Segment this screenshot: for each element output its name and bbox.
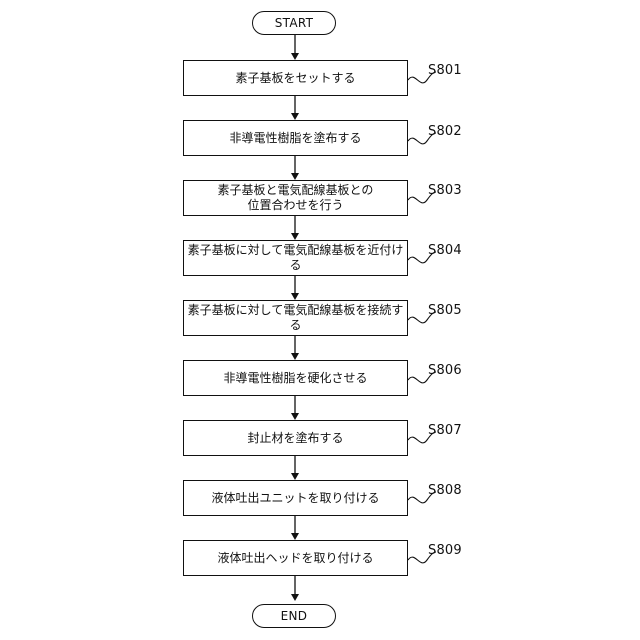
arrowhead [291, 413, 299, 420]
step-id-s802: S802 [428, 124, 462, 139]
arrowhead [291, 473, 299, 480]
step-text-s802: 非導電性樹脂を塗布する [229, 131, 361, 146]
end-terminal: END [252, 604, 336, 628]
step-box-s805: 素子基板に対して電気配線基板を接続する [183, 300, 408, 336]
step-box-s806: 非導電性樹脂を硬化させる [183, 360, 408, 396]
step-text-s806: 非導電性樹脂を硬化させる [223, 371, 367, 386]
step-id-s808: S808 [428, 483, 462, 498]
step-box-s801: 素子基板をセットする [183, 60, 408, 96]
step-text-s803: 素子基板と電気配線基板との 位置合わせを行う [218, 183, 374, 213]
arrowhead [291, 53, 299, 60]
step-text-s801: 素子基板をセットする [235, 71, 355, 86]
step-text-s804: 素子基板に対して電気配線基板を近付ける [184, 243, 407, 273]
step-id-s804: S804 [428, 243, 462, 258]
step-box-s803: 素子基板と電気配線基板との 位置合わせを行う [183, 180, 408, 216]
step-box-s802: 非導電性樹脂を塗布する [183, 120, 408, 156]
step-text-s805: 素子基板に対して電気配線基板を接続する [184, 303, 407, 333]
step-text-s809: 液体吐出ヘッドを取り付ける [217, 551, 373, 566]
arrowhead [291, 173, 299, 180]
arrowhead [291, 113, 299, 120]
step-box-s807: 封止材を塗布する [183, 420, 408, 456]
step-id-s801: S801 [428, 63, 462, 78]
step-box-s808: 液体吐出ユニットを取り付ける [183, 480, 408, 516]
step-id-s807: S807 [428, 423, 462, 438]
step-text-s808: 液体吐出ユニットを取り付ける [211, 491, 379, 506]
arrowhead [291, 594, 299, 601]
step-text-s807: 封止材を塗布する [247, 431, 343, 446]
step-id-s809: S809 [428, 543, 462, 558]
arrowhead [291, 353, 299, 360]
arrowhead [291, 533, 299, 540]
arrowhead [291, 293, 299, 300]
step-box-s804: 素子基板に対して電気配線基板を近付ける [183, 240, 408, 276]
step-id-s803: S803 [428, 183, 462, 198]
end-label: END [281, 609, 308, 623]
step-box-s809: 液体吐出ヘッドを取り付ける [183, 540, 408, 576]
step-id-s806: S806 [428, 363, 462, 378]
start-terminal: START [252, 11, 336, 35]
step-id-s805: S805 [428, 303, 462, 318]
start-label: START [275, 16, 314, 30]
arrowhead [291, 233, 299, 240]
